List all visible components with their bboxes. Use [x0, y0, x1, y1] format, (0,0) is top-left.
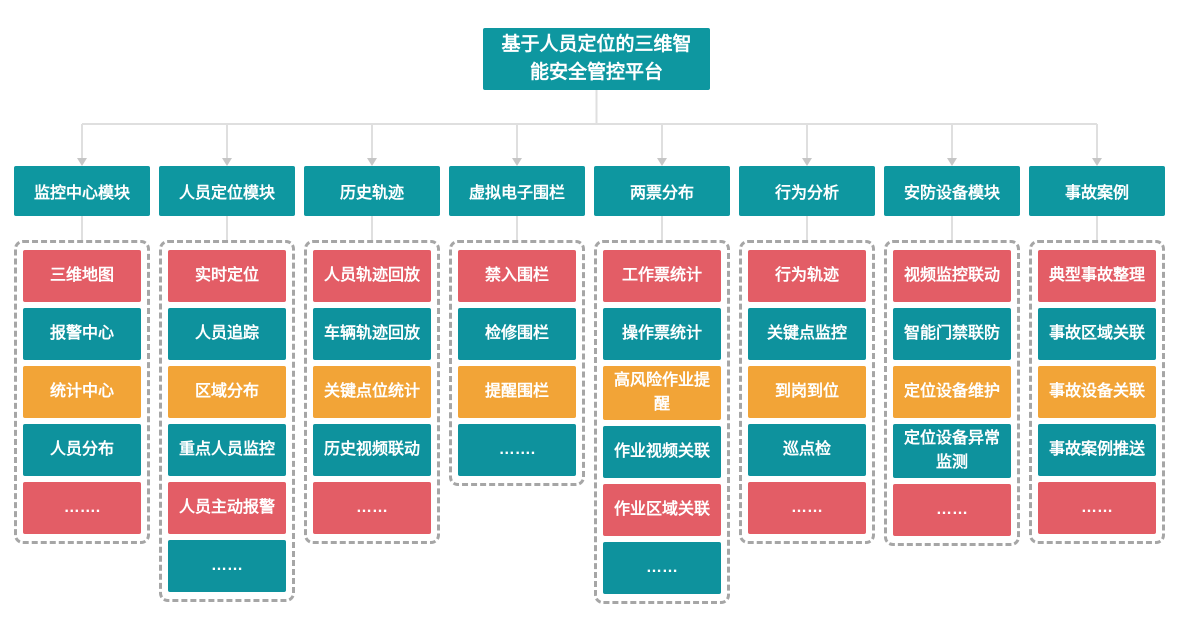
module-items-container: 人员轨迹回放车辆轨迹回放关键点位统计历史视频联动 ……: [304, 240, 440, 544]
feature-item: 历史视频联动: [313, 424, 431, 476]
feature-item: 关键点监控: [748, 308, 866, 360]
feature-item: 提醒围栏: [458, 366, 576, 418]
module-items-container: 典型事故整理事故区域关联事故设备关联事故案例推送 ……: [1029, 240, 1165, 544]
feature-item: 事故区域关联: [1038, 308, 1156, 360]
module-items-container: 三维地图报警中心统计中心人员分布 …….: [14, 240, 150, 544]
module-header: 历史轨迹: [304, 166, 440, 216]
module-header: 事故案例: [1029, 166, 1165, 216]
module-column: 事故案例 典型事故整理事故区域关联事故设备关联事故案例推送 ……: [1029, 166, 1165, 604]
feature-item: 统计中心: [23, 366, 141, 418]
module-header: 行为分析: [739, 166, 875, 216]
feature-item: 作业区域关联: [603, 484, 721, 536]
feature-item: 到岗到位: [748, 366, 866, 418]
feature-item: …….: [458, 424, 576, 476]
feature-item: 人员轨迹回放: [313, 250, 431, 302]
feature-item: 作业视频关联: [603, 426, 721, 478]
feature-item: 禁入围栏: [458, 250, 576, 302]
feature-item: ……: [603, 542, 721, 594]
feature-item: ……: [893, 484, 1011, 536]
module-column: 监控中心模块 三维地图报警中心统计中心人员分布 …….: [14, 166, 150, 604]
feature-item: 三维地图: [23, 250, 141, 302]
feature-item: ……: [168, 540, 286, 592]
module-column: 历史轨迹 人员轨迹回放车辆轨迹回放关键点位统计历史视频联动 ……: [304, 166, 440, 604]
module-items-container: 工作票统计操作票统计高风险作业提 醒作业视频关联作业区域关联 ……: [594, 240, 730, 604]
module-header: 虚拟电子围栏: [449, 166, 585, 216]
feature-item: 检修围栏: [458, 308, 576, 360]
module-column: 两票分布 工作票统计操作票统计高风险作业提 醒作业视频关联作业区域关联 ……: [594, 166, 730, 604]
feature-item: 巡点检: [748, 424, 866, 476]
module-column: 人员定位模块 实时定位人员追踪区域分布重点人员监控人员主动报警 ……: [159, 166, 295, 604]
feature-item: 工作票统计: [603, 250, 721, 302]
module-column: 行为分析 行为轨迹关键点监控到岗到位巡点检 ……: [739, 166, 875, 604]
feature-item: 行为轨迹: [748, 250, 866, 302]
feature-item: 人员分布: [23, 424, 141, 476]
feature-item: 重点人员监控: [168, 424, 286, 476]
feature-item: 事故案例推送: [1038, 424, 1156, 476]
module-column: 安防设备模块 视频监控联动智能门禁联防定位设备维护定位设备异常 监测 ……: [884, 166, 1020, 604]
module-header: 监控中心模块: [14, 166, 150, 216]
feature-item: 视频监控联动: [893, 250, 1011, 302]
module-items-container: 禁入围栏检修围栏提醒围栏 …….: [449, 240, 585, 486]
feature-item: 实时定位: [168, 250, 286, 302]
feature-item: 关键点位统计: [313, 366, 431, 418]
module-items-container: 行为轨迹关键点监控到岗到位巡点检 ……: [739, 240, 875, 544]
feature-item: 智能门禁联防: [893, 308, 1011, 360]
feature-item: 典型事故整理: [1038, 250, 1156, 302]
feature-item: 车辆轨迹回放: [313, 308, 431, 360]
feature-item: 定位设备异常 监测: [893, 424, 1011, 478]
module-columns: 监控中心模块 三维地图报警中心统计中心人员分布……. 人员定位模块 实时定位人员…: [14, 166, 1166, 604]
feature-item: ……: [313, 482, 431, 534]
feature-item: 人员追踪: [168, 308, 286, 360]
module-header: 人员定位模块: [159, 166, 295, 216]
feature-item: 定位设备维护: [893, 366, 1011, 418]
feature-item: 高风险作业提 醒: [603, 366, 721, 420]
feature-item: ……: [748, 482, 866, 534]
feature-item: …….: [23, 482, 141, 534]
module-column: 虚拟电子围栏 禁入围栏检修围栏提醒围栏 …….: [449, 166, 585, 604]
module-items-container: 实时定位人员追踪区域分布重点人员监控人员主动报警 ……: [159, 240, 295, 602]
feature-item: 事故设备关联: [1038, 366, 1156, 418]
module-items-container: 视频监控联动智能门禁联防定位设备维护定位设备异常 监测 ……: [884, 240, 1020, 546]
root-node: 基于人员定位的三维智 能安全管控平台: [483, 28, 710, 90]
feature-item: 区域分布: [168, 366, 286, 418]
feature-item: 操作票统计: [603, 308, 721, 360]
module-header: 安防设备模块: [884, 166, 1020, 216]
feature-item: 人员主动报警: [168, 482, 286, 534]
feature-item: 报警中心: [23, 308, 141, 360]
feature-item: ……: [1038, 482, 1156, 534]
module-header: 两票分布: [594, 166, 730, 216]
